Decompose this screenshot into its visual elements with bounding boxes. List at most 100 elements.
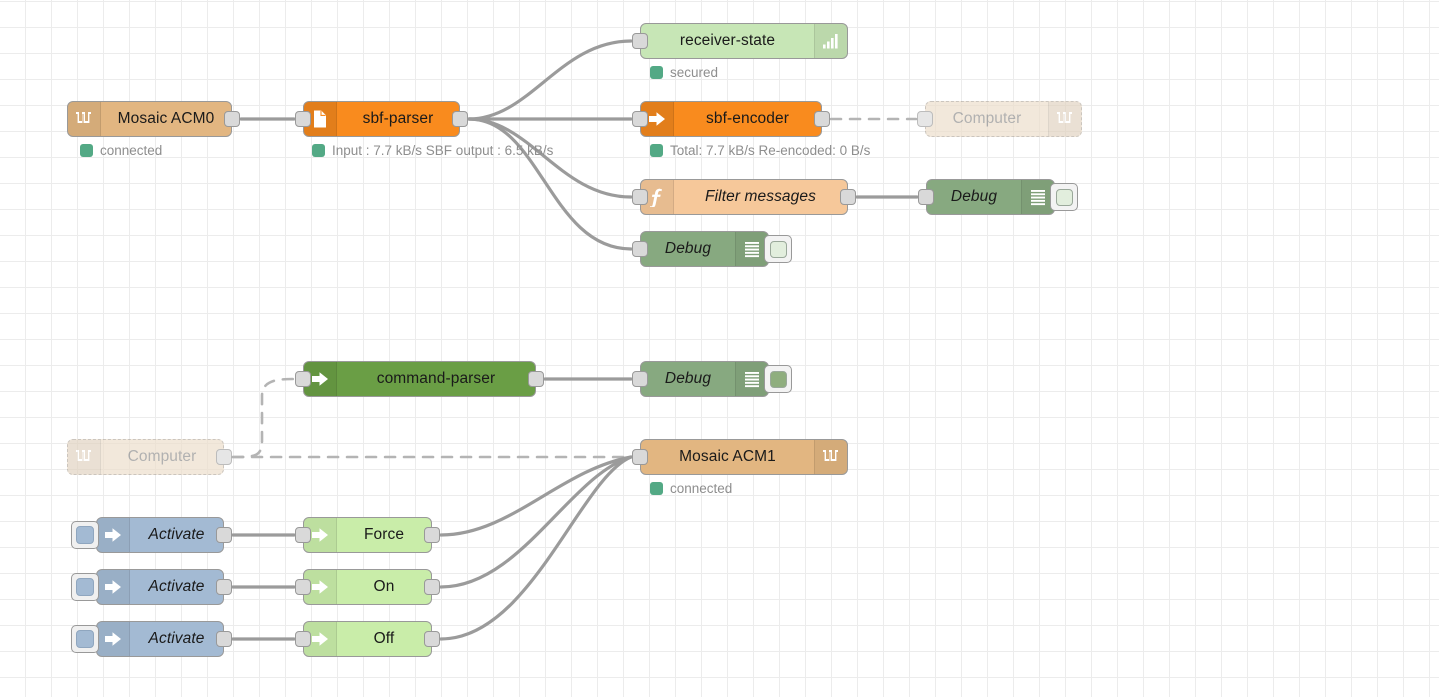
node-off[interactable]: Off <box>295 621 440 657</box>
input-port[interactable] <box>295 527 311 543</box>
node-label: Debug <box>664 240 712 257</box>
node-debug-command[interactable]: Debug <box>632 361 792 397</box>
status-text: Input : 7.7 kB/s SBF output : 6.5 kB/s <box>332 143 554 158</box>
serial-port-icon <box>68 440 101 474</box>
output-port[interactable] <box>814 111 830 127</box>
node-command-parser[interactable]: command-parser <box>295 361 544 397</box>
node-sbf-encoder[interactable]: sbf-encoder <box>632 101 830 137</box>
output-port[interactable] <box>216 527 232 543</box>
node-label: Force <box>363 526 405 543</box>
node-force[interactable]: Force <box>295 517 440 553</box>
node-label: Mosaic ACM0 <box>117 110 215 127</box>
input-port[interactable] <box>632 189 648 205</box>
node-label: sbf-encoder <box>706 110 789 127</box>
debug-toggle-button[interactable] <box>764 235 792 263</box>
wire-computer-bottom-to-command-parser[interactable] <box>231 377 296 459</box>
output-port[interactable] <box>224 111 240 127</box>
input-port[interactable] <box>632 33 648 49</box>
node-activate-off[interactable]: Activate <box>71 621 232 657</box>
status-dot-icon <box>650 66 663 79</box>
arrow-right-icon <box>97 570 130 604</box>
node-label: Filter messages <box>705 188 816 205</box>
output-port[interactable] <box>424 631 440 647</box>
signal-bars-icon <box>814 24 847 58</box>
input-port[interactable] <box>295 631 311 647</box>
node-filter-messages[interactable]: Filter messages <box>632 179 856 215</box>
node-status-receiver-state: secured <box>650 65 718 80</box>
node-computer-top[interactable]: Computer <box>917 101 1082 137</box>
serial-port-icon <box>68 102 101 136</box>
output-port[interactable] <box>452 111 468 127</box>
wire-off-to-acm1[interactable] <box>439 455 633 641</box>
arrow-right-icon <box>304 362 337 396</box>
node-debug-parser[interactable]: Debug <box>632 231 792 267</box>
inject-trigger-button[interactable] <box>71 521 99 549</box>
node-status-mosaic-acm1: connected <box>650 481 732 496</box>
input-port[interactable] <box>295 111 311 127</box>
inject-trigger-button[interactable] <box>71 573 99 601</box>
node-receiver-state[interactable]: receiver-state <box>632 23 848 59</box>
input-port[interactable] <box>295 371 311 387</box>
input-port[interactable] <box>917 111 933 127</box>
node-label: receiver-state <box>679 32 776 49</box>
status-text: connected <box>100 143 163 158</box>
node-label: sbf-parser <box>362 110 434 127</box>
node-label: Debug <box>664 370 712 387</box>
wire-parser-to-receiver-state[interactable] <box>467 39 633 121</box>
inject-trigger-button[interactable] <box>71 625 99 653</box>
input-port[interactable] <box>918 189 934 205</box>
status-text: Total: 7.7 kB/s Re-encoded: 0 B/s <box>670 143 871 158</box>
input-port[interactable] <box>632 449 648 465</box>
arrow-right-icon <box>97 518 130 552</box>
output-port[interactable] <box>216 579 232 595</box>
wire-on-to-acm1[interactable] <box>439 455 633 589</box>
node-on[interactable]: On <box>295 569 440 605</box>
wire-force-to-acm1[interactable] <box>439 455 633 537</box>
node-activate-on[interactable]: Activate <box>71 569 232 605</box>
status-text: connected <box>670 481 733 496</box>
node-sbf-parser[interactable]: sbf-parser <box>295 101 468 137</box>
debug-toggle-button[interactable] <box>1050 183 1078 211</box>
serial-port-icon <box>1048 102 1081 136</box>
serial-port-icon <box>814 440 847 474</box>
wire-parser-to-filter[interactable] <box>467 117 633 199</box>
wire-parser-to-debug[interactable] <box>467 117 633 251</box>
node-mosaic-acm1[interactable]: Mosaic ACM1 <box>632 439 848 475</box>
debug-list-icon <box>1021 180 1054 214</box>
node-label: Activate <box>148 578 205 595</box>
node-status-mosaic-acm0: connected <box>80 143 162 158</box>
input-port[interactable] <box>632 111 648 127</box>
node-activate-force[interactable]: Activate <box>71 517 232 553</box>
node-label: Mosaic ACM1 <box>679 448 776 465</box>
status-dot-icon <box>650 482 663 495</box>
status-dot-icon <box>80 144 93 157</box>
output-port[interactable] <box>216 631 232 647</box>
node-status-sbf-encoder: Total: 7.7 kB/s Re-encoded: 0 B/s <box>650 143 870 158</box>
status-dot-icon <box>312 144 325 157</box>
debug-toggle-button[interactable] <box>764 365 792 393</box>
output-port[interactable] <box>840 189 856 205</box>
node-debug-filter[interactable]: Debug <box>918 179 1078 215</box>
node-label: Debug <box>950 188 998 205</box>
output-port[interactable] <box>216 449 232 465</box>
node-label: On <box>373 578 395 595</box>
status-text: secured <box>670 65 719 80</box>
output-port[interactable] <box>528 371 544 387</box>
debug-list-icon <box>735 362 768 396</box>
node-label: Off <box>373 630 395 647</box>
node-computer-bottom[interactable]: Computer <box>67 439 232 475</box>
output-port[interactable] <box>424 579 440 595</box>
output-port[interactable] <box>424 527 440 543</box>
input-port[interactable] <box>632 241 648 257</box>
node-mosaic-acm0[interactable]: Mosaic ACM0 <box>67 101 240 137</box>
input-port[interactable] <box>632 371 648 387</box>
node-status-sbf-parser: Input : 7.7 kB/s SBF output : 6.5 kB/s <box>312 143 553 158</box>
arrow-right-icon <box>97 622 130 656</box>
input-port[interactable] <box>295 579 311 595</box>
node-label: command-parser <box>376 370 496 387</box>
node-label: Computer <box>127 448 197 465</box>
node-label: Computer <box>952 110 1022 127</box>
debug-list-icon <box>735 232 768 266</box>
status-dot-icon <box>650 144 663 157</box>
